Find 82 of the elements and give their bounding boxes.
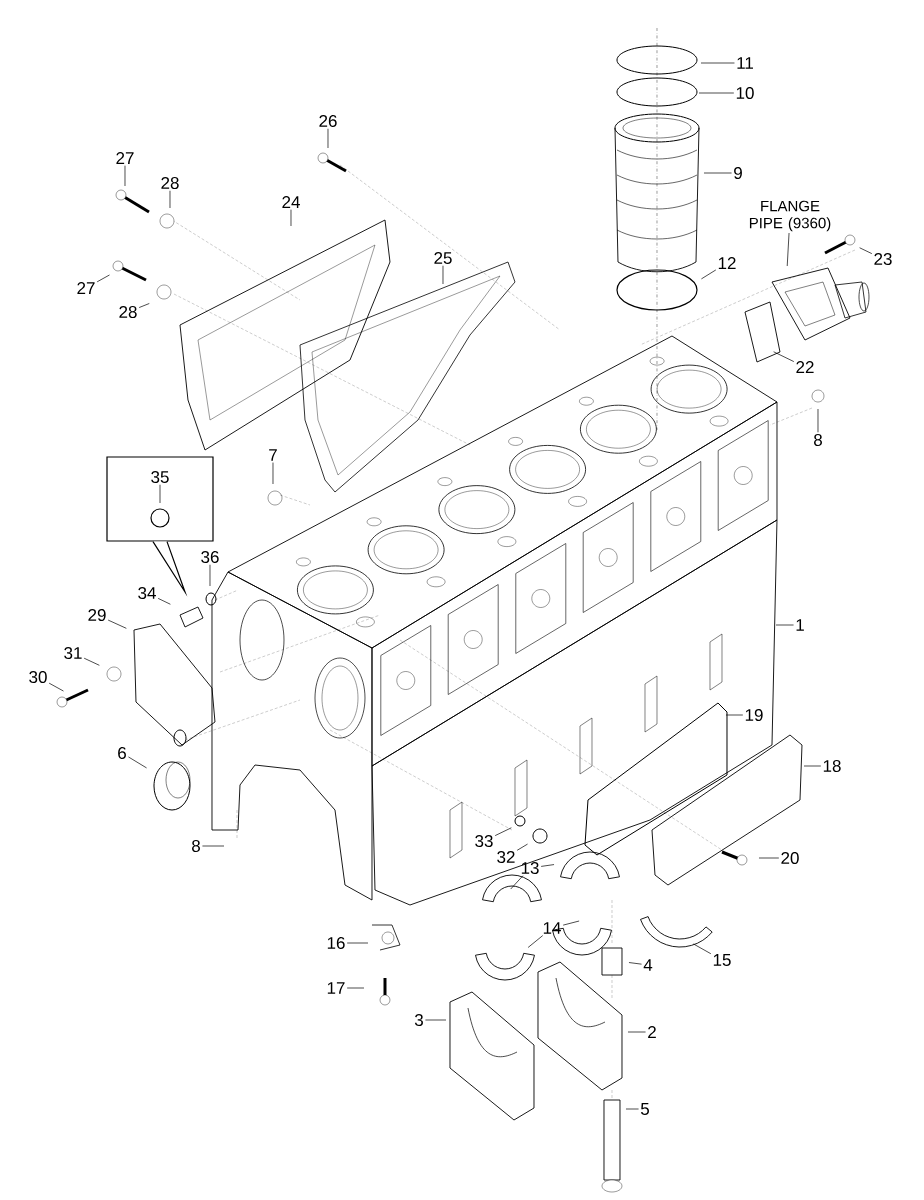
- leader-line: [209, 564, 211, 587]
- callout-number: 8: [192, 840, 200, 853]
- callout-number: 27: [116, 152, 134, 164]
- leader-line: [516, 843, 528, 851]
- leader-line: [128, 756, 147, 769]
- leader-line: [817, 408, 819, 433]
- leader-line: [157, 598, 171, 605]
- callout-number: 9: [734, 167, 742, 180]
- leader-line: [562, 920, 580, 926]
- leader-line: [159, 484, 161, 504]
- leader-line: [107, 619, 127, 629]
- callout-number: 22: [796, 361, 814, 373]
- callout-number: 11: [737, 57, 753, 69]
- callout-number: 3: [414, 1014, 423, 1027]
- leader-line: [442, 265, 444, 285]
- leader-line: [425, 1019, 447, 1021]
- leader-line: [510, 875, 524, 890]
- inset-box: [106, 456, 214, 542]
- leader-line: [540, 864, 555, 867]
- callout-number: 10: [736, 87, 754, 100]
- callout-number: 30: [29, 671, 47, 684]
- leader-line: [346, 942, 369, 944]
- callout-pointer: [152, 541, 188, 597]
- callout-number: 35: [151, 471, 169, 484]
- callout-number: 19: [745, 709, 763, 722]
- callout-number: 8: [814, 434, 822, 447]
- leader-line: [527, 935, 544, 948]
- leader-line: [725, 714, 744, 716]
- leader-line: [124, 165, 126, 187]
- leader-line: [701, 269, 717, 280]
- leader-line: [859, 247, 873, 254]
- callout-number: 32: [497, 851, 515, 864]
- callout-number: 6: [118, 747, 126, 760]
- leader-line: [96, 274, 110, 283]
- callout-number: 36: [201, 551, 219, 564]
- callout-number: 31: [64, 647, 82, 660]
- callout-number: 34: [138, 587, 156, 600]
- leader-line: [693, 943, 712, 955]
- callout-number: 12: [718, 257, 736, 269]
- leader-line: [625, 1108, 639, 1110]
- leader-line: [48, 682, 64, 692]
- leader-line: [327, 128, 329, 149]
- leader-line: [202, 845, 225, 847]
- callout-number: 28: [119, 306, 137, 319]
- leader-line: [773, 351, 795, 362]
- callout-number: 15: [713, 954, 731, 966]
- leader-line: [494, 827, 512, 836]
- callout-number: 1: [796, 619, 804, 631]
- callout-number: 14: [543, 922, 561, 934]
- callout-number: 29: [88, 609, 106, 622]
- leader-line: [628, 962, 642, 965]
- leader-line: [290, 209, 292, 227]
- callout-number: 33: [475, 835, 493, 848]
- leader-line: [627, 1031, 646, 1033]
- callout-number: 5: [640, 1103, 649, 1115]
- leader-line: [758, 857, 780, 859]
- callout-number: 26: [319, 115, 337, 128]
- callout-number: 17: [327, 982, 345, 994]
- leader-line: [83, 657, 100, 666]
- leader-line: [169, 190, 171, 209]
- callout-number: 25: [434, 252, 452, 265]
- callout-number: 16: [327, 937, 345, 950]
- leader-line: [138, 303, 150, 308]
- leader-line: [703, 172, 732, 174]
- leader-line: [272, 462, 274, 485]
- callout-number: 24: [282, 196, 300, 208]
- callout-number: 2: [648, 1026, 656, 1038]
- callout-number: 4: [643, 959, 653, 971]
- callout-number: 28: [161, 177, 179, 190]
- callout-number: 27: [77, 282, 95, 294]
- callout-number: 20: [781, 852, 799, 865]
- leader-line: [346, 987, 365, 989]
- leader-line: [698, 92, 735, 94]
- callout-number: 23: [874, 253, 892, 266]
- leader-line: [700, 62, 735, 64]
- leader-line: [786, 232, 790, 267]
- leader-line: [775, 624, 794, 626]
- callout-number: 13: [521, 862, 539, 875]
- leader-line: [803, 765, 822, 767]
- part-label: FLANGE PIPE (9360): [749, 200, 831, 232]
- callout-number: 7: [269, 449, 277, 461]
- callout-number: 18: [823, 760, 841, 773]
